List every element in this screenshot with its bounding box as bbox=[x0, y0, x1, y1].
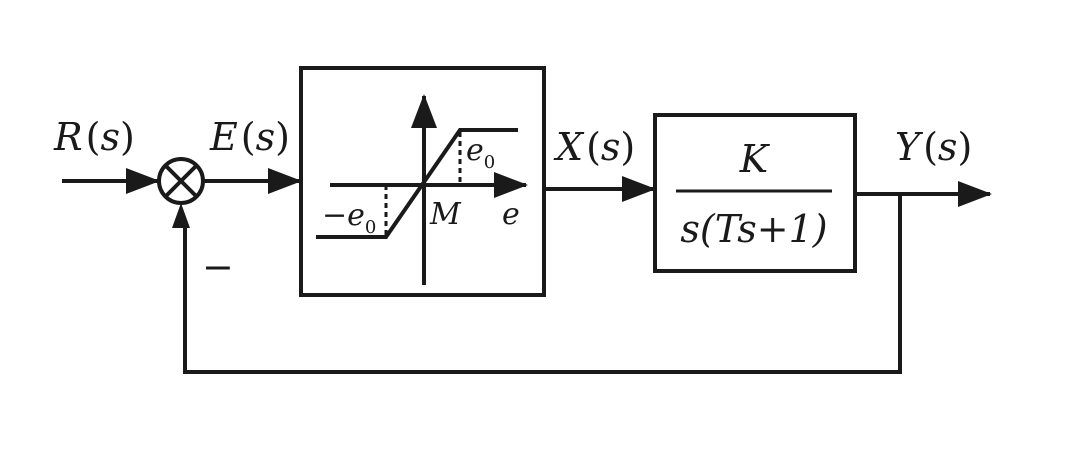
feedback-minus-sign: − bbox=[202, 245, 234, 289]
feedback-path bbox=[183, 194, 902, 374]
upper-level-label: e0 bbox=[466, 133, 495, 173]
plant-block bbox=[653, 113, 857, 273]
axis-label: e bbox=[502, 197, 520, 232]
plant-denominator: s(Ts+1) bbox=[680, 207, 827, 251]
lower-level-label: −e0 bbox=[322, 198, 376, 238]
summing-junction bbox=[157, 157, 205, 205]
input-signal-label: R(s) bbox=[53, 115, 135, 159]
saturation-curve bbox=[316, 128, 518, 239]
feedback-arrowhead bbox=[172, 203, 190, 228]
plant-numerator: K bbox=[739, 137, 771, 181]
output-signal-label: Y(s) bbox=[895, 125, 972, 169]
slope-label: M bbox=[429, 197, 462, 232]
error-signal-label: E(s) bbox=[209, 115, 290, 159]
intermediate-signal-label: X(s) bbox=[553, 125, 635, 169]
